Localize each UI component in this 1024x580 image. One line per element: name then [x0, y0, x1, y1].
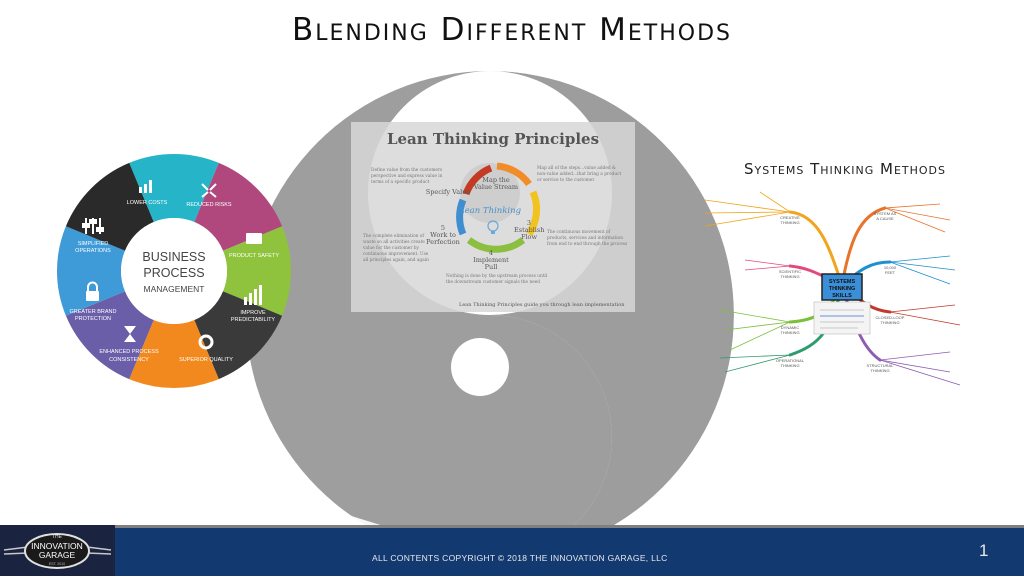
gear-icon [198, 334, 214, 350]
bpm-label-superior-quality: SUPERIOR QUALITY [179, 357, 233, 363]
systems-center-node: SYSTEMS THINKING SKILLS [813, 273, 871, 335]
page-number: 1 [979, 541, 989, 560]
logo-line4: EST. 2010 [49, 562, 65, 566]
bpm-label-reduced-risks: REDUCED RISKS [186, 202, 232, 208]
bpm-center-line2: PROCESS [143, 266, 204, 280]
money-chart-icon [139, 180, 152, 193]
branch-dynamic-1: DYNAMIC [781, 325, 800, 330]
copyright-text: ALL CONTENTS COPYRIGHT © 2018 THE INNOVA… [372, 553, 668, 563]
lean-step-implement: Implement [473, 256, 509, 264]
lean-title: Lean Thinking Principles [386, 130, 600, 148]
branch-structural-1: STRUCTURAL [867, 363, 895, 368]
bar-chart-icon [244, 285, 262, 305]
bpm-segment [57, 226, 126, 316]
hourglass-icon [124, 326, 136, 342]
lean-step-map-1: Map the [482, 176, 510, 184]
bpm-label-lower-costs: LOWER COSTS [127, 200, 168, 206]
lean-cycle [456, 162, 541, 253]
footer-bar [0, 525, 1024, 576]
lean-text-bottom: Nothing is done by the upstream process … [446, 274, 548, 285]
bpm-label-predictability: PREDICTABILITY [231, 317, 276, 323]
bpm-label-operations: OPERATIONS [75, 248, 111, 254]
lean-step-specify-value: Specify Value [425, 188, 471, 196]
lean-thinking-panel: Lean Thinking Principles Lean Thinking S… [351, 122, 635, 312]
branch-creative-2: THINKING [780, 220, 799, 225]
systems-center-1: SYSTEMS [829, 279, 856, 285]
bpm-center [121, 218, 227, 324]
bpm-label-greater-brand: GREATER BRAND [70, 309, 117, 315]
systems-title: Systems Thinking Methods [743, 160, 946, 178]
branch-structural-2: THINKING [870, 368, 889, 373]
lean-step-5-num: 5 [440, 224, 446, 232]
slide-title: Blending Different Methods [291, 12, 733, 48]
bpm-label-enhanced-process: ENHANCED PROCESS [99, 349, 159, 355]
bpm-label-simplified: SIMPLIFIED [78, 241, 109, 247]
branch-10000-1: 10,000 [884, 265, 897, 270]
lean-step-pull: Pull [484, 263, 498, 271]
lean-text-right-top: Map all of the steps...value added &non-… [537, 166, 622, 183]
bpm-segment [65, 291, 154, 380]
bpm-label-product-safety: PRODUCT SAFETY [229, 253, 279, 259]
branch-operational-1: OPERATIONAL [776, 358, 805, 363]
lean-step-perfection: Perfection [426, 238, 460, 246]
bpm-center-line3: MANAGEMENT [144, 284, 205, 294]
lean-step-establish: Establish [514, 226, 545, 234]
bpm-label-protection: PROTECTION [75, 316, 111, 322]
box-icon [246, 233, 262, 244]
branch-10000-2: FEET [885, 270, 896, 275]
systems-center-2: THINKING [829, 286, 856, 292]
bpm-segment [129, 319, 219, 388]
branch-scientific-2: THINKING [780, 274, 799, 279]
lock-icon [86, 281, 99, 301]
bpm-center-line1: BUSINESS [142, 250, 205, 264]
logo-line1: THE [52, 534, 63, 540]
lightbulb-icon [487, 220, 499, 234]
shrink-arrows-icon [201, 183, 217, 198]
branch-system-cause-1: SYSTEM AS [874, 211, 897, 216]
branch-closed-loop-2: THINKING [880, 320, 899, 325]
bpm-segment [65, 162, 154, 251]
bpm-label-consistency: CONSISTENCY [109, 357, 149, 363]
bpm-segment [129, 154, 219, 223]
lean-caption: Lean Thinking Principles guide you throu… [459, 302, 625, 308]
lean-step-4-num: 4 [488, 249, 494, 257]
branch-closed-loop-1: CLOSED-LOOP [876, 315, 905, 320]
innovation-garage-logo: THE INNOVATION GARAGE EST. 2010 [0, 525, 115, 576]
lean-step-flow: Flow [520, 233, 538, 241]
branch-creative-1: CREATIVE [780, 215, 800, 220]
branch-system-cause-2: A CAUSE [876, 216, 894, 221]
sliders-icon [82, 218, 104, 234]
systems-center-3: SKILLS [832, 293, 852, 299]
branch-operational-2: THINKING [780, 363, 799, 368]
logo-line3: GARAGE [39, 550, 76, 560]
branch-scientific-1: SCIENTIFIC [779, 269, 801, 274]
bpm-segment [194, 291, 283, 380]
bpm-segment [222, 226, 291, 316]
lean-step-3-num: 3 [526, 219, 532, 227]
lean-step-work-to: Work to [430, 231, 456, 239]
logo-line2: INNOVATION [31, 541, 83, 551]
lean-step-map-2: Value Stream [473, 183, 519, 191]
bpm-label-improve: IMPROVE [240, 310, 266, 316]
branch-dynamic-2: THINKING [780, 330, 799, 335]
lean-center-label: Lean Thinking [459, 206, 522, 216]
